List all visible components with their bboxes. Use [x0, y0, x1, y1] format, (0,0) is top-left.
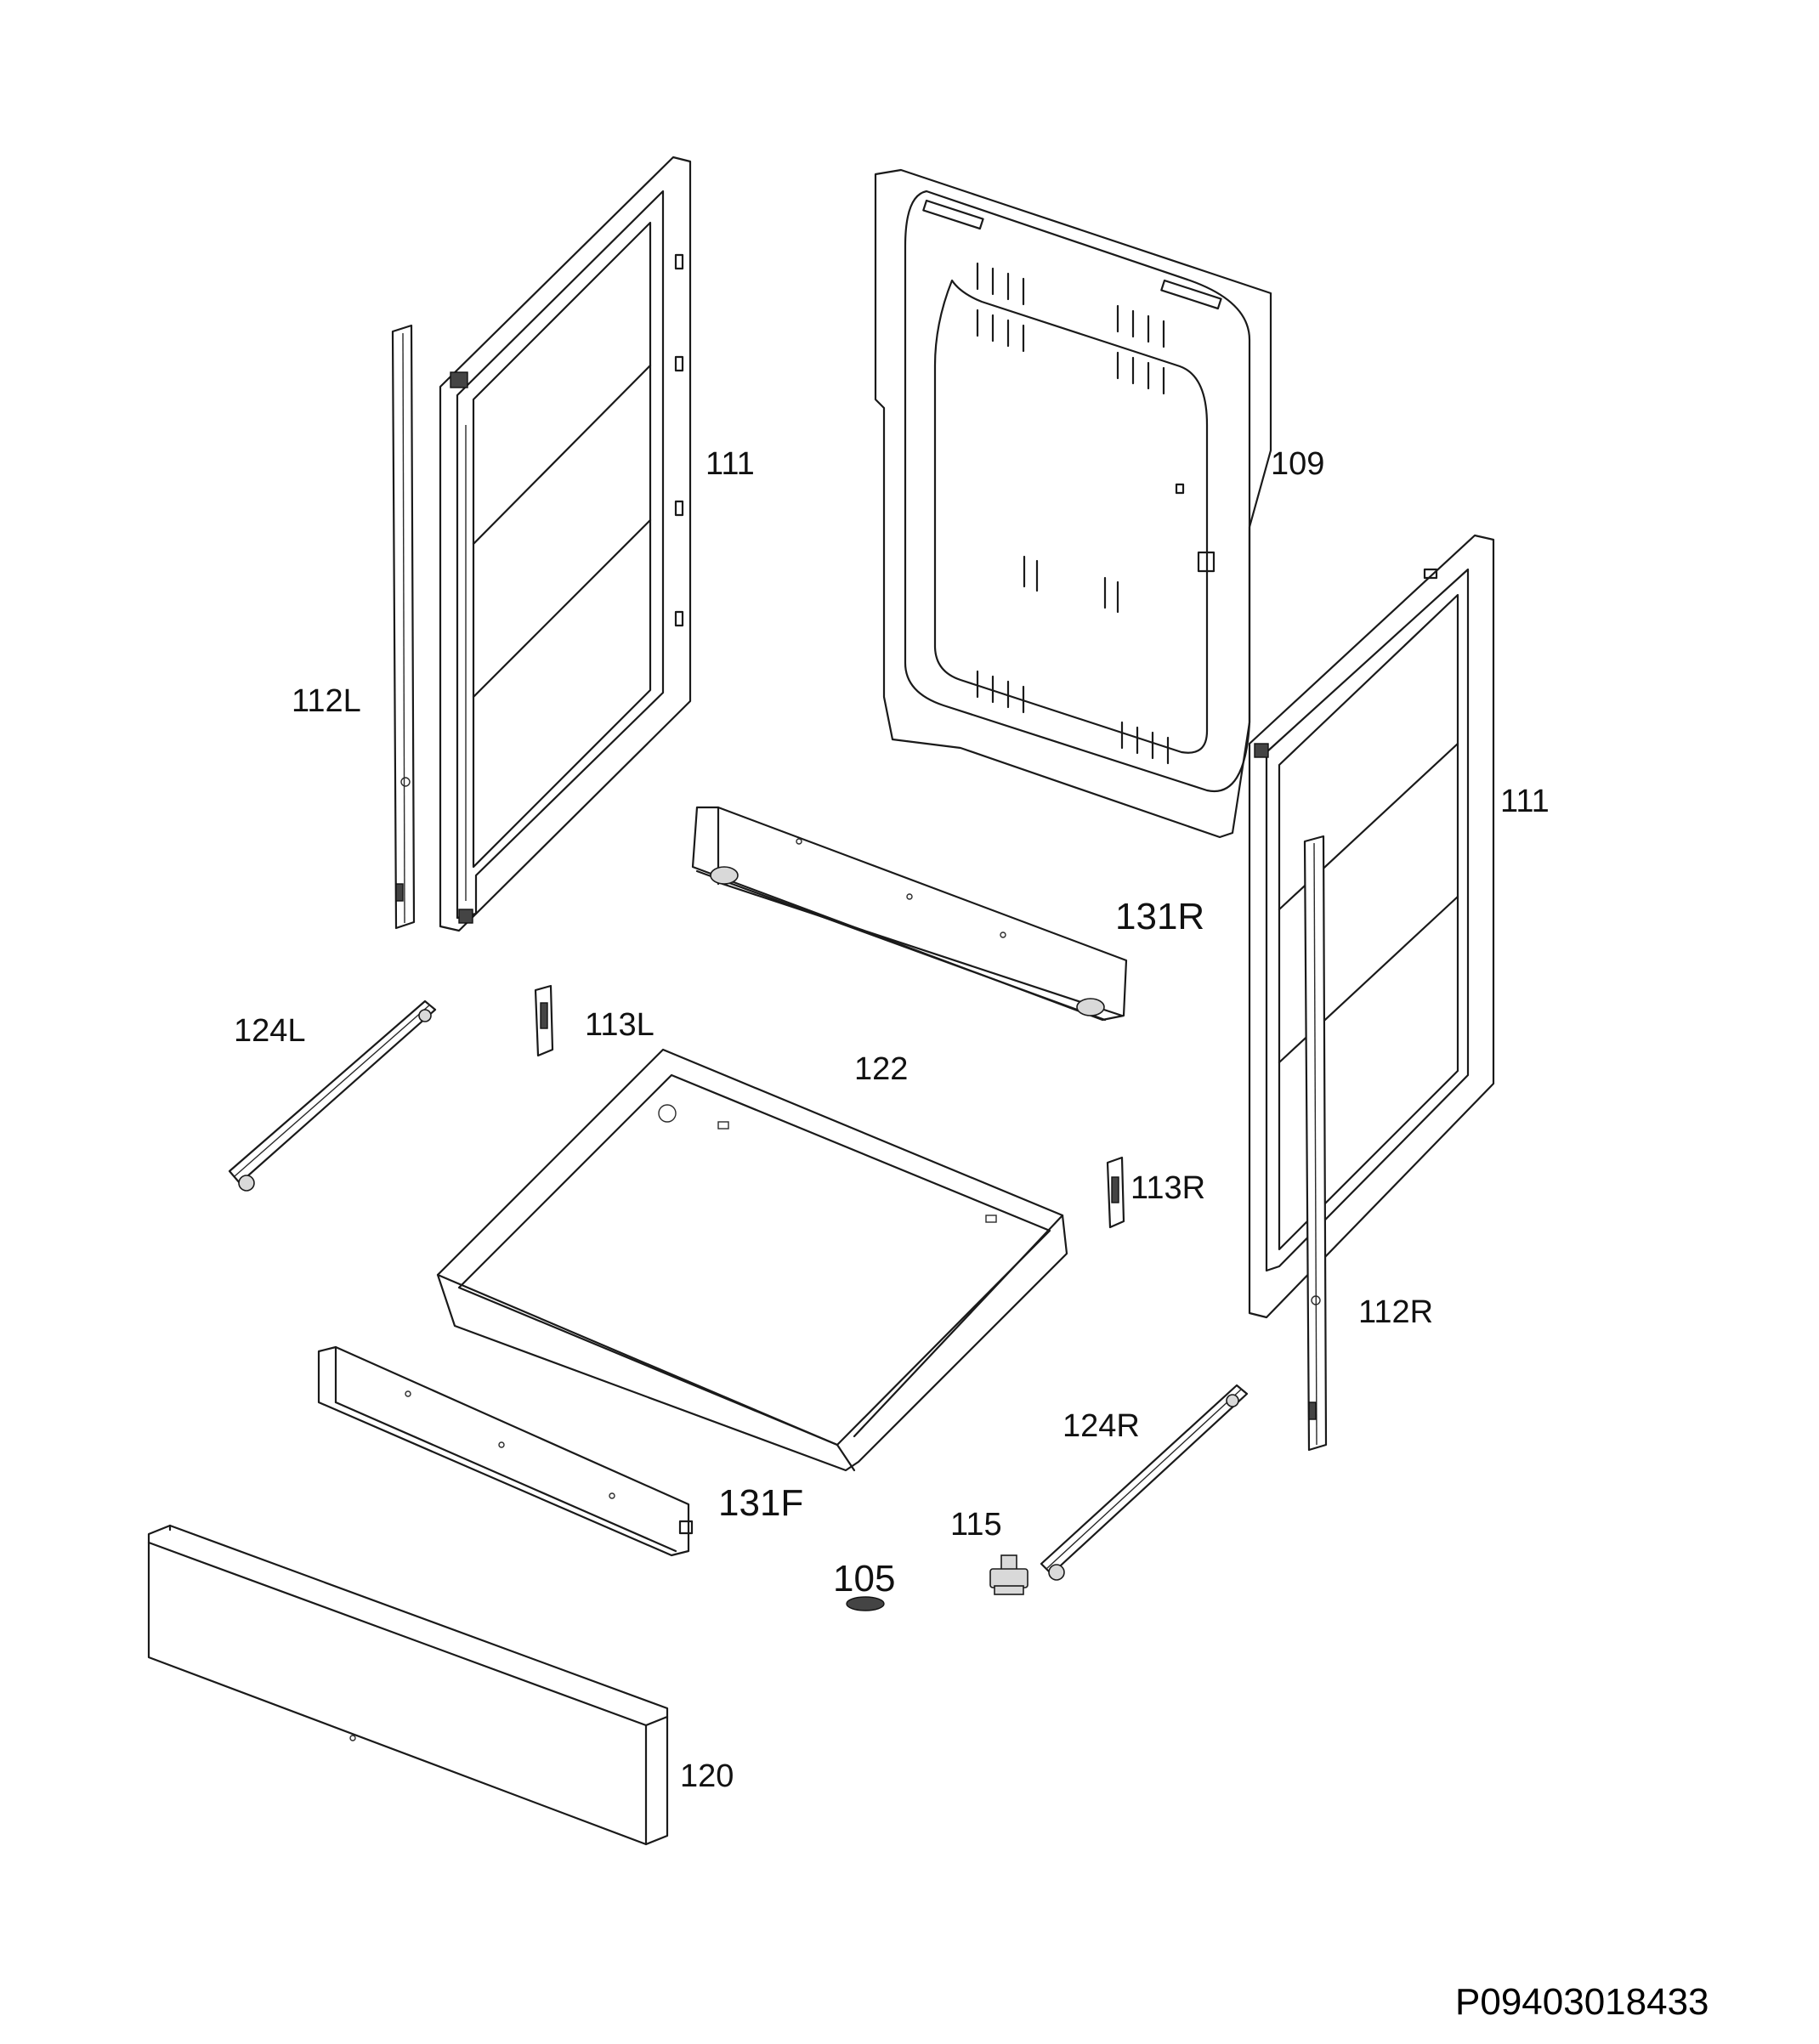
label-122: 122: [854, 1051, 908, 1087]
part-109-back-panel: [874, 168, 1272, 839]
part-111-right-side-panel: [1248, 534, 1495, 1319]
label-111-left: 111: [706, 446, 755, 482]
label-124R: 124R: [1062, 1408, 1140, 1444]
part-115-adjustable-foot: [989, 1554, 1028, 1595]
part-113L-bracket: [534, 984, 554, 1057]
label-112R: 112R: [1358, 1294, 1433, 1330]
part-122-drawer-tray: [436, 1048, 1068, 1472]
label-111-right: 111: [1500, 784, 1550, 819]
part-131R-rear-rail: [691, 806, 1128, 1022]
part-124L-runner: [228, 999, 437, 1192]
label-105: 105: [833, 1558, 895, 1600]
label-112L: 112L: [292, 683, 361, 719]
label-131R: 131R: [1115, 896, 1204, 937]
label-113R: 113R: [1130, 1170, 1205, 1206]
part-124R-runner: [1040, 1384, 1249, 1581]
part-112R-trim-strip: [1303, 835, 1328, 1452]
drawing-code: P09403018433: [1455, 1981, 1709, 2023]
label-120: 120: [680, 1758, 734, 1794]
label-131F: 131F: [718, 1482, 803, 1524]
label-115: 115: [950, 1507, 1002, 1543]
label-124L: 124L: [234, 1013, 306, 1049]
part-112L-trim-strip: [391, 324, 416, 930]
part-131F-front-rail: [317, 1345, 694, 1557]
part-113R-bracket: [1106, 1156, 1125, 1229]
part-105-screw: [846, 1596, 885, 1611]
part-120-drawer-front-panel: [147, 1524, 669, 1846]
part-111-left-side-panel: [439, 156, 692, 932]
label-113L: 113L: [585, 1007, 654, 1043]
label-109: 109: [1271, 446, 1324, 482]
